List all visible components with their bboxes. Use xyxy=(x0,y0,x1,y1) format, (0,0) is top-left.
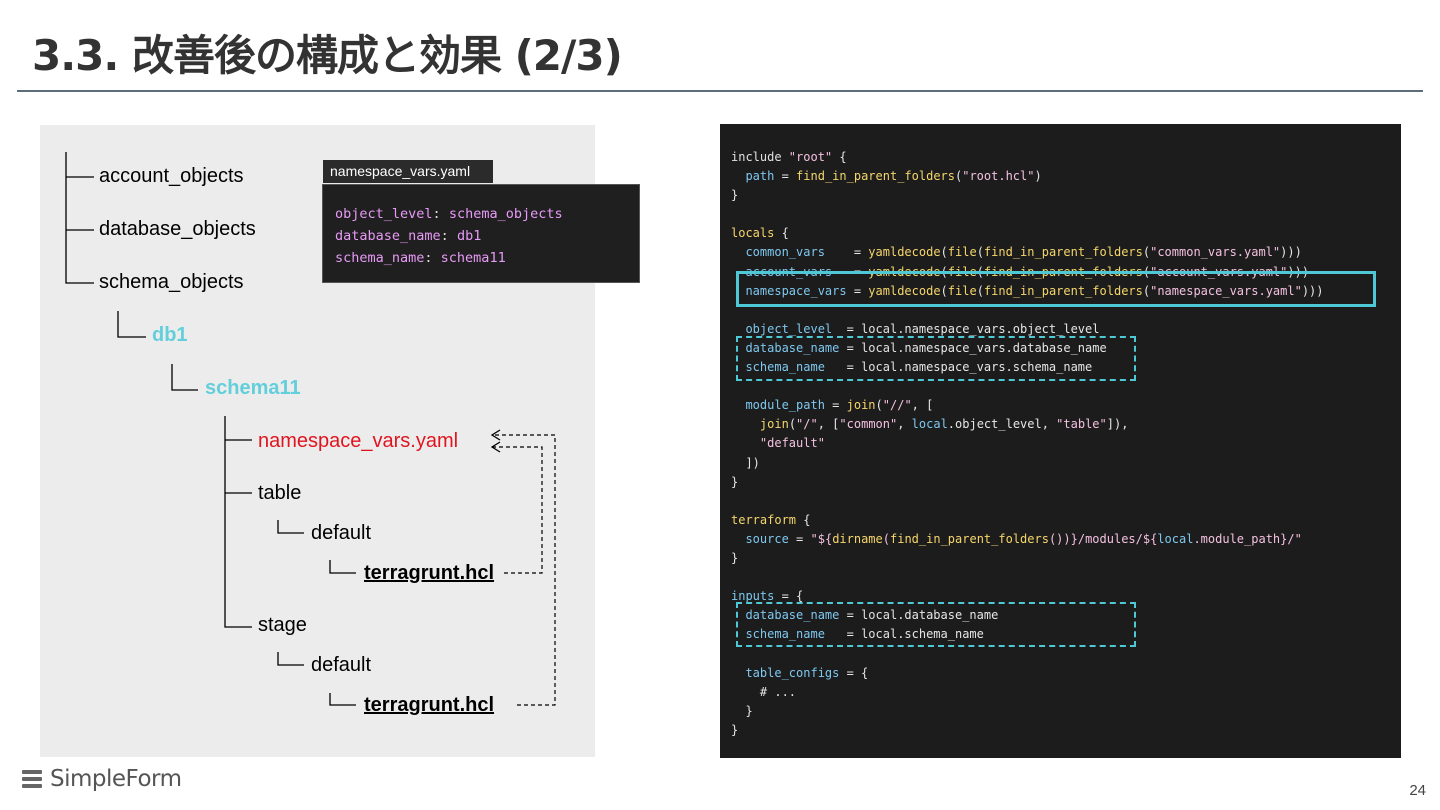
tree-item-table-default[interactable]: default xyxy=(311,522,372,544)
tree-item-stage[interactable]: stage xyxy=(258,614,307,636)
code-line: object_level = local.namespace_vars.obje… xyxy=(745,321,1100,336)
code-line: account_vars = yamldecode(file(find_in_p… xyxy=(745,264,1310,279)
yaml-popup-tab: namespace_vars.yaml xyxy=(323,160,493,183)
code-line xyxy=(731,492,1324,511)
tree-item-namespace-vars-yaml[interactable]: namespace_vars.yaml xyxy=(258,430,459,452)
code-line: locals { xyxy=(731,226,789,241)
tree-item-table[interactable]: table xyxy=(258,482,302,504)
tree-item-database-objects[interactable]: database_objects xyxy=(99,218,256,240)
code-line: schema_name = local.schema_name xyxy=(745,627,984,642)
code-line: namespace_vars = yamldecode(file(find_in… xyxy=(745,283,1324,298)
logo-text: SimpleForm xyxy=(50,766,182,792)
page-number: 24 xyxy=(1409,782,1426,799)
title-divider xyxy=(17,90,1423,92)
yaml-popup-content: object_level: schema_objects database_na… xyxy=(322,184,640,283)
yaml-line: object_level: schema_objects xyxy=(335,206,563,222)
brand-logo: SimpleForm xyxy=(22,766,182,792)
yaml-line: schema_name: schema11 xyxy=(335,250,506,266)
tree-item-schema-objects[interactable]: schema_objects xyxy=(99,271,244,293)
highlight-local-vars xyxy=(736,336,1136,381)
code-line: database_name = local.database_name xyxy=(745,608,999,623)
code-line: terraform { xyxy=(731,512,811,527)
code-line: join("/", ["common", local.object_level,… xyxy=(759,417,1129,432)
yaml-line: database_name: db1 xyxy=(335,228,482,244)
code-line: path = find_in_parent_folders("root.hcl"… xyxy=(745,169,1042,184)
tree-item-account-objects[interactable]: account_objects xyxy=(99,165,244,187)
code-line: source = "${dirname(find_in_parent_folde… xyxy=(745,531,1302,546)
tree-item-stage-terragrunt-hcl[interactable]: terragrunt.hcl xyxy=(364,694,495,716)
code-line: } xyxy=(731,550,739,565)
code-line: } xyxy=(731,474,739,489)
code-line xyxy=(731,205,1324,224)
tree-connector-lines xyxy=(65,152,556,706)
code-line: } xyxy=(731,188,739,203)
code-line: } xyxy=(731,722,739,737)
tree-item-db1[interactable]: db1 xyxy=(152,324,188,346)
code-line: module_path = join("//", [ xyxy=(745,398,934,413)
code-line xyxy=(731,644,1324,663)
code-line: # ... xyxy=(731,684,797,699)
code-line: ]) xyxy=(731,455,760,470)
code-line: "default" xyxy=(759,436,825,451)
menu-bars-icon xyxy=(22,769,42,789)
highlight-namespace-vars xyxy=(736,271,1376,307)
terragrunt-code-panel: include "root" { path = find_in_parent_f… xyxy=(720,124,1401,758)
code-line xyxy=(731,568,1324,587)
code-line: table_configs = { xyxy=(745,665,869,680)
code-line: include "root" { xyxy=(731,150,847,164)
code-line: schema_name = local.namespace_vars.schem… xyxy=(745,360,1093,375)
code-line: common_vars = yamldecode(file(find_in_pa… xyxy=(745,245,1302,260)
code-line: } xyxy=(731,703,753,718)
code-block: include "root" { path = find_in_parent_f… xyxy=(731,148,1324,740)
slide-title: 3.3. 改善後の構成と効果 (2/3) xyxy=(32,31,623,80)
tree-item-schema11[interactable]: schema11 xyxy=(205,377,301,399)
highlight-inputs xyxy=(736,602,1136,647)
code-line: inputs = { xyxy=(731,589,804,604)
tree-item-table-terragrunt-hcl[interactable]: terragrunt.hcl xyxy=(364,562,495,584)
code-line: database_name = local.namespace_vars.dat… xyxy=(745,340,1107,355)
tree-item-stage-default[interactable]: default xyxy=(311,654,372,676)
